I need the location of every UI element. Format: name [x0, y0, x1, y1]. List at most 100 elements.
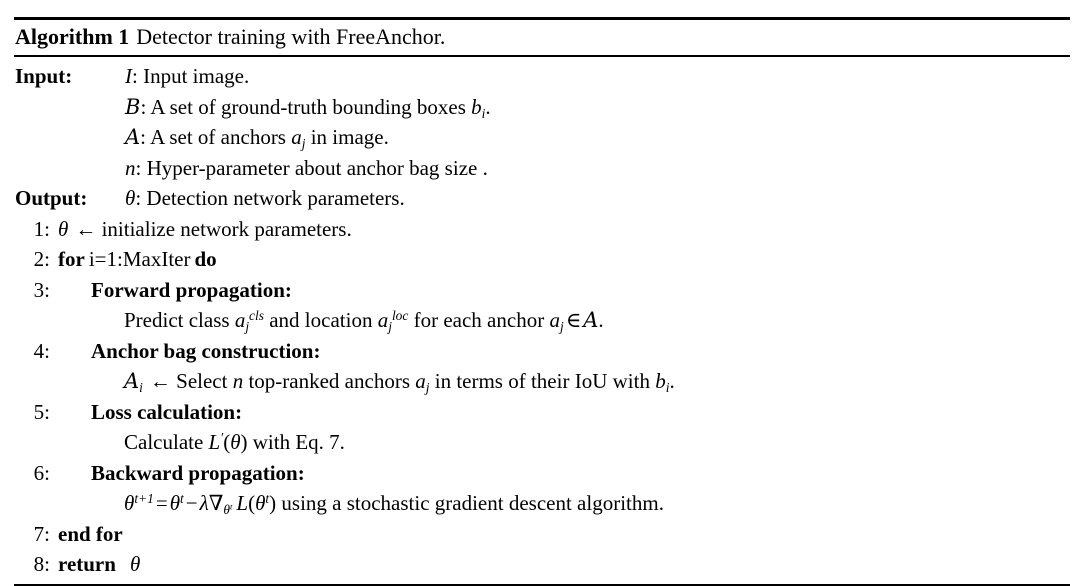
- gt-boxes-text: : A set of ground-truth bounding boxes: [140, 94, 472, 119]
- prime-symbol: ′: [220, 430, 224, 446]
- in-terms-of-text: in terms of their IoU with: [429, 369, 656, 393]
- step-number-4: 4:: [33, 338, 50, 363]
- symbol-a: a: [234, 308, 246, 332]
- element-of-sign: ∈: [565, 308, 582, 332]
- symbol-I: I: [125, 64, 132, 88]
- subscript-i: i: [665, 379, 670, 395]
- symbol-lambda: λ: [199, 491, 209, 515]
- bottom-rule: [14, 583, 1070, 586]
- step-row-5: 5: Loss calculation:: [14, 397, 1070, 428]
- anchors-text-pre: : A set of anchors: [140, 125, 292, 149]
- symbol-a: a: [377, 308, 389, 332]
- input-line-content: A: A set of anchors aj in image.: [110, 122, 1070, 153]
- hyper-param-text: : Hyper-parameter about anchor bag size …: [135, 155, 488, 180]
- algorithm-body: Input: I: Input image. B: A set of groun…: [14, 57, 1070, 584]
- rparen: ): [240, 430, 248, 454]
- algorithm-title-label: Algorithm 1: [15, 24, 130, 49]
- step-number-3: 3:: [33, 277, 50, 302]
- symbol-cal-B: B: [125, 94, 141, 119]
- input-row-boxes: B: A set of ground-truth bounding boxes …: [14, 92, 1070, 123]
- step-number-7: 7:: [33, 521, 50, 546]
- with-eq-text: with Eq. 7.: [247, 430, 345, 454]
- superscript-cls: cls: [249, 308, 264, 324]
- input-row-anchors: A: A set of anchors aj in image.: [14, 122, 1070, 153]
- subscript-theta-t: θt: [223, 502, 232, 517]
- step-number-2: 2:: [33, 247, 50, 271]
- subscript-j: j: [245, 318, 250, 334]
- step-row-1: 1: θ← initialize network parameters.: [14, 214, 1070, 245]
- symbol-cal-A: A: [125, 125, 141, 149]
- step-row-3: 3: Forward propagation:: [14, 275, 1070, 306]
- subscript-j: j: [559, 318, 564, 334]
- step-row-4: 4: Anchor bag construction:: [14, 336, 1070, 367]
- period: .: [598, 308, 604, 332]
- step-row-3-body: Predict class ajcls and location ajloc f…: [14, 305, 1070, 336]
- equals-sign: =: [155, 491, 168, 515]
- step-5-body-content: Calculate L′(θ) with Eq. 7.: [58, 427, 1070, 458]
- symbol-L: L: [236, 491, 249, 515]
- subscript-j: j: [301, 135, 306, 151]
- symbol-L: L: [208, 430, 221, 454]
- symbol-a: a: [549, 308, 560, 332]
- step-3-body-content: Predict class ajcls and location ajloc f…: [58, 305, 1070, 336]
- detection-params-text: : Detection network parameters.: [135, 186, 405, 210]
- for-each-anchor-text: for each anchor: [408, 308, 550, 332]
- input-line-content: n: Hyper-parameter about anchor bag size…: [110, 153, 1070, 184]
- step-number-5: 5:: [33, 399, 50, 424]
- superscript-t: t: [180, 491, 184, 507]
- return-label: return: [58, 552, 116, 576]
- step-1-content: θ← initialize network parameters.: [58, 214, 1070, 245]
- backward-propagation-label: Backward propagation:: [91, 460, 305, 485]
- symbol-cal-A: A: [124, 369, 140, 393]
- subscript-j: j: [425, 379, 430, 395]
- superscript-t: t: [265, 491, 270, 507]
- symbol-theta: θ: [125, 186, 136, 210]
- minus-sign: −: [185, 491, 198, 515]
- anchor-bag-construction-label: Anchor bag construction:: [91, 338, 321, 363]
- symbol-b: b: [655, 369, 666, 393]
- input-row-image: Input: I: Input image.: [14, 61, 1070, 92]
- for-range: i=1:MaxIter: [88, 247, 191, 271]
- input-label: Input:: [15, 64, 73, 88]
- input-line-content: I: Input image.: [110, 61, 1070, 92]
- step-row-6: 6: Backward propagation:: [14, 458, 1070, 489]
- input-line-content: B: A set of ground-truth bounding boxes …: [110, 92, 1070, 123]
- predict-class-text: Predict class: [124, 308, 235, 332]
- top-ranked-text: top-ranked anchors: [243, 369, 416, 393]
- for-keyword: for: [58, 247, 85, 271]
- step-number-6: 6:: [33, 460, 50, 485]
- input-image-text: : Input image.: [132, 64, 250, 88]
- superscript-t-plus-1: t+1: [134, 491, 154, 507]
- step-row-5-body: Calculate L′(θ) with Eq. 7.: [14, 427, 1070, 458]
- symbol-theta: θ: [124, 491, 135, 515]
- symbol-theta: θ: [223, 501, 230, 517]
- superscript-t: t: [230, 501, 233, 512]
- symbol-a: a: [291, 125, 302, 149]
- subscript-j: j: [388, 318, 392, 334]
- rparen: ): [269, 491, 277, 515]
- period: .: [669, 369, 675, 393]
- symbol-theta: θ: [58, 216, 69, 241]
- output-label: Output:: [15, 186, 88, 210]
- output-line-content: θ: Detection network parameters.: [110, 183, 1070, 214]
- nabla-symbol: ∇: [208, 491, 224, 515]
- symbol-theta: θ: [255, 491, 266, 515]
- output-row-theta: Output: θ: Detection network parameters.: [14, 183, 1070, 214]
- top-rule: [14, 17, 1070, 20]
- calculate-text: Calculate: [124, 430, 209, 454]
- superscript-loc: loc: [391, 308, 409, 324]
- forward-propagation-label: Forward propagation:: [91, 277, 292, 302]
- symbol-n: n: [232, 369, 244, 393]
- step-number-1: 1:: [33, 216, 50, 241]
- loss-calculation-label: Loss calculation:: [91, 399, 243, 424]
- lparen: (: [223, 430, 231, 454]
- symbol-theta: θ: [129, 552, 141, 576]
- symbol-cal-A: A: [583, 308, 599, 332]
- subscript-i: i: [139, 379, 143, 395]
- subscript-i: i: [481, 105, 486, 121]
